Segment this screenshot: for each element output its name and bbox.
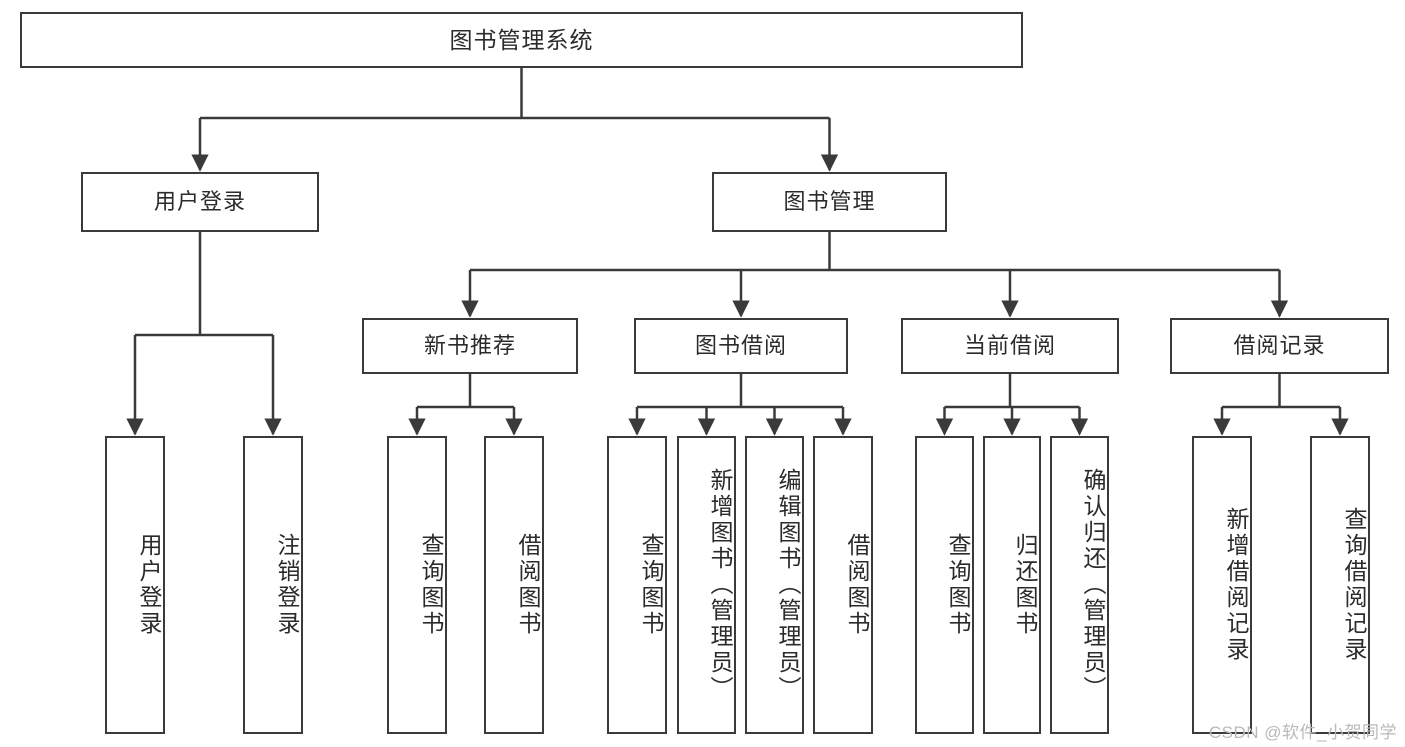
node-label: 归还图书	[1012, 533, 1038, 637]
node-current-borrow[interactable]: 当前借阅	[901, 318, 1119, 374]
node-label: 借阅记录	[1233, 333, 1326, 359]
node-label: 图书管理系统	[449, 26, 594, 53]
node-leaf-query-record[interactable]: 查询借阅记录	[1310, 436, 1370, 734]
node-label: 查询图书	[638, 533, 664, 637]
node-label: 查询借阅记录	[1341, 507, 1367, 663]
node-label: 图书借阅	[694, 333, 787, 359]
node-label: 确认归还（管理员）	[1080, 468, 1106, 702]
node-label: 查询图书	[418, 533, 444, 637]
watermark-label: CSDN @软件_小贺同学	[1208, 723, 1397, 742]
node-book-borrow[interactable]: 图书借阅	[634, 318, 848, 374]
node-label: 新增图书（管理员）	[707, 468, 733, 702]
node-leaf-borrow-book-rec[interactable]: 借阅图书	[484, 436, 544, 734]
node-leaf-query-book-rec[interactable]: 查询图书	[387, 436, 447, 734]
node-leaf-user-login[interactable]: 用户登录	[105, 436, 165, 734]
node-label: 编辑图书（管理员）	[775, 468, 801, 702]
node-label: 新书推荐	[423, 333, 516, 359]
node-leaf-query-book-c[interactable]: 查询图书	[915, 436, 974, 734]
node-label: 查询图书	[945, 533, 971, 637]
node-label: 用户登录	[136, 533, 162, 637]
node-label: 新增借阅记录	[1223, 507, 1249, 663]
node-leaf-return-book[interactable]: 归还图书	[983, 436, 1041, 734]
node-label: 图书管理	[783, 189, 876, 215]
node-leaf-edit-book[interactable]: 编辑图书（管理员）	[745, 436, 804, 734]
node-label: 用户登录	[153, 189, 246, 215]
node-leaf-add-book[interactable]: 新增图书（管理员）	[677, 436, 736, 734]
node-leaf-logout[interactable]: 注销登录	[243, 436, 303, 734]
node-leaf-add-record[interactable]: 新增借阅记录	[1192, 436, 1252, 734]
node-leaf-confirm-return[interactable]: 确认归还（管理员）	[1050, 436, 1109, 734]
node-borrow-record[interactable]: 借阅记录	[1170, 318, 1389, 374]
node-leaf-borrow-book-b[interactable]: 借阅图书	[813, 436, 873, 734]
node-label: 当前借阅	[963, 333, 1056, 359]
node-label: 借阅图书	[515, 533, 541, 637]
node-label: 注销登录	[274, 533, 300, 637]
node-label: 借阅图书	[844, 533, 870, 637]
node-leaf-query-book-b[interactable]: 查询图书	[607, 436, 667, 734]
node-book-manage[interactable]: 图书管理	[712, 172, 947, 232]
node-user-login[interactable]: 用户登录	[81, 172, 319, 232]
node-root[interactable]: 图书管理系统	[20, 12, 1023, 68]
node-new-book-rec[interactable]: 新书推荐	[362, 318, 578, 374]
